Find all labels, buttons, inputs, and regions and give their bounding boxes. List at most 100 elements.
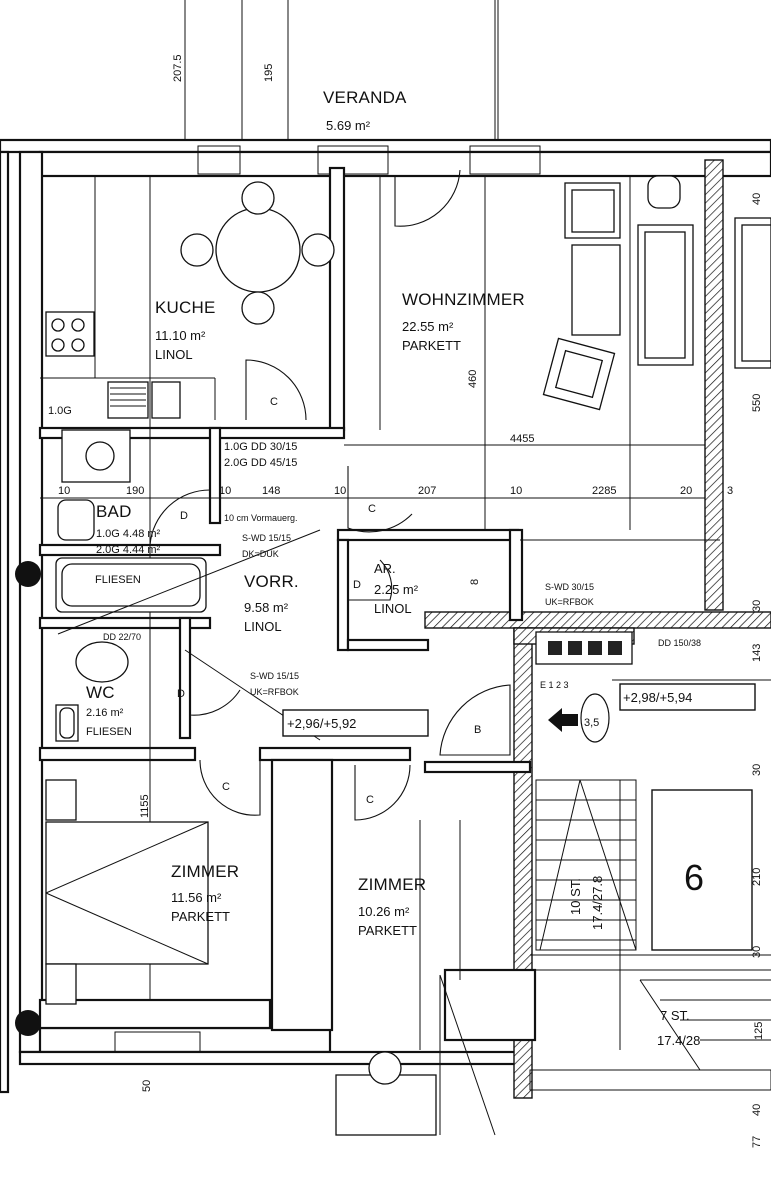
wc-fixtures: [55, 641, 129, 742]
room1-bed: [45, 779, 209, 1005]
dim-460: 460: [467, 370, 479, 388]
hall-door-label: C: [368, 503, 376, 515]
room2-name: ZIMMER: [358, 875, 426, 894]
entrance-door-label: B: [474, 724, 481, 736]
stair-lower-steps: 7 ST.: [660, 1008, 690, 1023]
dim-550: 550: [751, 394, 763, 412]
living-name: WOHNZIMMER: [402, 290, 525, 309]
dd-wc: DD 22/70: [103, 632, 141, 642]
swd-wc: S-WD 15/15: [250, 671, 299, 681]
stair-number-circle: [580, 693, 610, 743]
room1-name: ZIMMER: [171, 862, 239, 881]
swd-bath: S-WD 15/15: [242, 533, 291, 543]
meter-labels: E 1 2 3: [540, 680, 569, 690]
wc-name: WC: [86, 683, 115, 702]
bath-fixtures: [55, 429, 207, 613]
wc-area: 2.16 m²: [86, 707, 124, 719]
og-openings-2: 2.0G DD 45/15: [224, 457, 297, 469]
storage-door-label: D: [353, 579, 361, 591]
kitchen-sink: [107, 381, 181, 419]
wc-material: FLIESEN: [86, 726, 132, 738]
dim-10a: 10: [58, 485, 70, 497]
doors: [149, 169, 511, 821]
room1-door-label: C: [222, 781, 230, 793]
veranda-area: 5.69 m²: [326, 118, 371, 133]
uk-stair: UK=RFBOK: [545, 597, 594, 607]
dim-40b: 40: [751, 1104, 763, 1116]
dim-30c: 30: [751, 764, 763, 776]
dim-10b: 10: [219, 485, 231, 497]
veranda-name: VERANDA: [323, 88, 407, 107]
pillar-dot-icon: [15, 1010, 41, 1036]
dim-190: 190: [126, 485, 144, 497]
dim-207: 207: [418, 485, 436, 497]
kitchen-stove: [45, 311, 95, 357]
dim-10d: 10: [510, 485, 522, 497]
kitchen-floor-note: 1.0G: [48, 405, 72, 417]
room2-area: 10.26 m²: [358, 904, 410, 919]
hall-material: LINOL: [244, 619, 282, 634]
storage-name: AR.: [374, 561, 396, 576]
stair-upper-ratio: 17.4/27.8: [590, 876, 605, 930]
living-area: 22.55 m²: [402, 319, 454, 334]
kitchen-name: KUCHE: [155, 298, 216, 317]
interior-walls: [38, 166, 537, 1042]
room1-material: PARKETT: [171, 909, 230, 924]
stair-upper-steps: 10 ST.: [568, 878, 583, 915]
dim-148: 148: [262, 485, 280, 497]
dim-4455: 4455: [510, 433, 534, 445]
staircase-number: 6: [684, 857, 704, 898]
room2-door-label: C: [366, 794, 374, 806]
stair-lower-ratio: 17.4/28: [657, 1033, 700, 1048]
kitchen-area: 11.10 m²: [155, 328, 206, 343]
meter-cabinet: [535, 631, 633, 665]
bath-area-1og: 1.0G 4.48 m²: [96, 528, 161, 540]
room1-area: 11.56 m²: [171, 890, 222, 905]
pillar-dot-icon: [15, 561, 41, 587]
og-openings-1: 1.0G DD 30/15: [224, 441, 297, 453]
storage-area: 2.25 m²: [374, 582, 419, 597]
dim-30a: 30: [751, 600, 763, 612]
dim-50: 50: [141, 1080, 153, 1092]
hall-name: VORR.: [244, 572, 299, 591]
veranda-area: [184, 0, 499, 150]
dim-77: 77: [751, 1136, 763, 1148]
dim-20: 20: [680, 485, 692, 497]
living-material: PARKETT: [402, 338, 461, 353]
dim-143: 143: [751, 644, 763, 662]
storage-material: LINOL: [374, 601, 412, 616]
uk-bath: DK=DUK: [242, 549, 279, 559]
stair-number: 3,5: [584, 717, 599, 729]
kitchen-door-label: C: [270, 396, 278, 408]
level-stair: +2,98/+5,94: [623, 690, 692, 705]
room2-furniture: [335, 974, 496, 1136]
kitchen-material: LINOL: [155, 347, 193, 362]
bath-door-label: D: [180, 510, 188, 522]
bath-area-2og: 2.0G 4.44 m²: [96, 544, 161, 556]
dim-125: 125: [753, 1022, 765, 1040]
entrance-arrow-icon: [548, 708, 578, 732]
dim-8: 8: [469, 579, 481, 585]
room2-material: PARKETT: [358, 923, 417, 938]
swd-stair: S-WD 30/15: [545, 582, 594, 592]
wc-door-label: D: [177, 688, 185, 700]
level-apartment: +2,96/+5,92: [287, 716, 356, 731]
uk-wc: UK=RFBOK: [250, 687, 299, 697]
dd-stair: DD 150/38: [658, 638, 701, 648]
bath-material: FLIESEN: [95, 574, 141, 586]
dim-30d: 30: [751, 946, 763, 958]
dim-2285: 2285: [592, 485, 616, 497]
dim-195: 195: [263, 64, 275, 82]
level-box-stair: [619, 683, 756, 711]
living-furniture: [542, 175, 771, 411]
staircase: [529, 779, 771, 1091]
dim-210: 210: [751, 868, 763, 886]
dim-3: 3: [727, 485, 733, 497]
dim-2075: 207.5: [172, 54, 184, 82]
kitchen-table: [180, 181, 335, 325]
level-box-apartment: [282, 709, 429, 737]
dim-10c: 10: [334, 485, 346, 497]
bath-name: BAD: [96, 502, 132, 521]
dim-40: 40: [751, 193, 763, 205]
